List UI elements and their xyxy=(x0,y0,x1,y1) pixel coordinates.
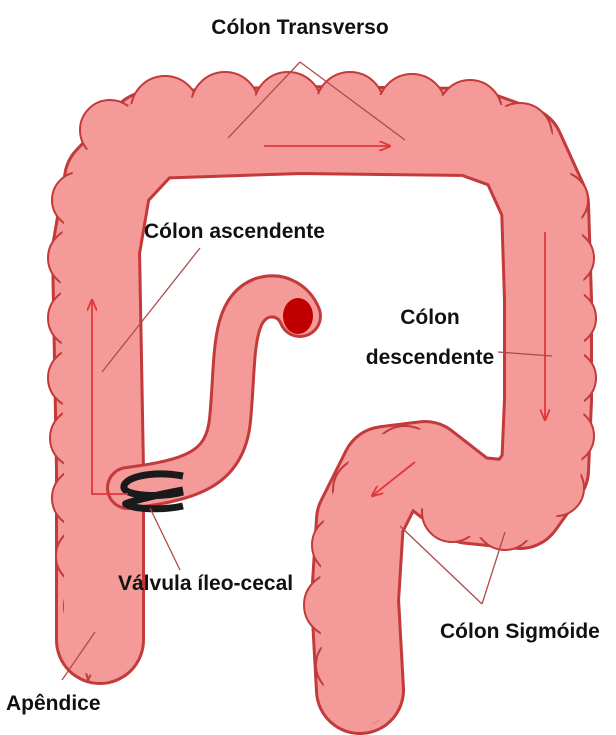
label-transverse-colon: Cólon Transverso xyxy=(211,16,388,39)
label-descending-colon-line2: descendente xyxy=(366,346,494,369)
label-appendix: Apêndice xyxy=(6,692,101,715)
label-descending-colon-line1: Cólon xyxy=(400,306,459,329)
ileum xyxy=(128,296,313,488)
ileum-cut-end xyxy=(283,298,313,334)
colon-body-overlay xyxy=(96,130,548,690)
label-sigmoid-colon: Cólon Sigmóide xyxy=(440,620,600,643)
label-ascending-colon: Cólon ascendente xyxy=(144,220,325,243)
label-ileocecal-valve: Válvula íleo-cecal xyxy=(118,572,293,595)
